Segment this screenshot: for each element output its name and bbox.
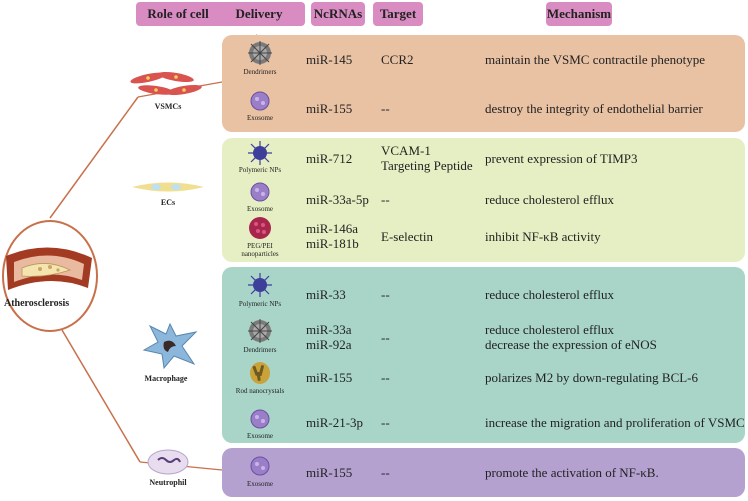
row-5-ncrna-line2: miR-181b	[306, 236, 359, 251]
polymeric-np-icon	[248, 141, 272, 165]
row-9-target: --	[381, 415, 390, 430]
macrophage-icon	[142, 322, 198, 370]
header-ncrnas: NcRNAs	[311, 2, 365, 26]
row-8-mechanism: polarizes M2 by down-regulating BCL-6	[485, 370, 699, 385]
row-1-mechanism: maintain the VSMC contractile phenotype	[485, 52, 705, 67]
atherosclerosis-vessel-icon	[2, 220, 98, 332]
row-10-mechanism: promote the activation of NF-κB.	[485, 465, 659, 480]
header-role-of-cell: Role of cell	[136, 2, 220, 26]
ec-panel	[222, 138, 745, 262]
row-7-mechanism-line2: decrease the expression of eNOS	[485, 337, 657, 352]
vsmc-panel	[222, 35, 745, 132]
row-8-target: --	[381, 370, 390, 385]
header-delivery-systems: Delivery systems	[213, 2, 305, 45]
neutrophil-label: Neutrophil	[149, 478, 187, 487]
row-6-target: --	[381, 287, 390, 302]
row-4-target: --	[381, 192, 390, 207]
row-5-target: E-selectin	[381, 229, 433, 244]
row-5-delivery-line2: nanoparticles	[241, 250, 279, 258]
row-1-delivery: Dendrimers	[243, 68, 277, 76]
row-6-ncrna: miR-33	[306, 287, 346, 302]
rod-nanocrystal-icon	[250, 362, 270, 384]
neutrophil-icon	[147, 449, 189, 475]
row-3-target-line2: Targeting Peptide	[381, 158, 473, 173]
row-1-ncrna: miR-145	[306, 52, 353, 67]
row-9-delivery: Exosome	[246, 432, 274, 440]
row-2-mechanism: destroy the integrity of endothelial bar…	[485, 101, 703, 116]
macrophage-label: Macrophage	[144, 374, 188, 383]
row-2-target: --	[381, 101, 390, 116]
row-5-mechanism: inhibit NF-κB activity	[485, 229, 601, 244]
exosome-icon	[250, 182, 270, 202]
row-5-ncrna-line1: miR-146a	[306, 221, 358, 236]
row-4-delivery: Exosome	[246, 205, 274, 213]
row-6-mechanism: reduce cholesterol efflux	[485, 287, 614, 302]
row-10-target: --	[381, 465, 390, 480]
row-4-ncrna: miR-33a-5p	[306, 192, 369, 207]
vsmc-label: VSMCs	[154, 102, 182, 111]
row-7-mechanism-line1: reduce cholesterol efflux	[485, 322, 614, 337]
row-5-delivery-line1: PEG/PEI	[247, 242, 273, 250]
row-7-ncrna-line1: miR-33a	[306, 322, 352, 337]
header-mechanism: Mechanism	[546, 2, 612, 26]
row-3-ncrna: miR-712	[306, 151, 353, 166]
row-7-ncrna-line2: miR-92a	[306, 337, 352, 352]
row-3-mechanism: prevent expression of TIMP3	[485, 151, 638, 166]
ec-label: ECs	[160, 198, 176, 207]
exosome-icon	[250, 409, 270, 429]
row-9-mechanism: increase the migration and proliferation…	[485, 415, 745, 430]
peg-pei-nanoparticle-icon	[249, 217, 271, 239]
row-7-delivery: Dendrimers	[243, 346, 277, 354]
exosome-icon	[250, 456, 270, 476]
row-3-target-line1: VCAM-1	[381, 143, 431, 158]
row-3-delivery: Polymeric NPs	[238, 166, 282, 174]
polymeric-np-icon	[248, 273, 272, 297]
row-4-mechanism: reduce cholesterol efflux	[485, 192, 614, 207]
row-8-ncrna: miR-155	[306, 370, 353, 385]
dendrimer-icon	[248, 319, 272, 343]
row-6-delivery: Polymeric NPs	[238, 300, 282, 308]
dendrimer-icon	[248, 41, 272, 65]
row-9-ncrna: miR-21-3p	[306, 415, 364, 430]
row-8-delivery: Rod nanocrystals	[235, 387, 285, 395]
exosome-icon	[250, 91, 270, 111]
row-10-ncrna: miR-155	[306, 465, 353, 480]
vsmc-cells-icon	[130, 71, 202, 96]
row-2-ncrna: miR-155	[306, 101, 353, 116]
atherosclerosis-label: Atherosclerosis	[4, 298, 70, 309]
neutrophil-panel	[222, 448, 745, 497]
row-1-target: CCR2	[381, 52, 414, 67]
row-10-delivery: Exosome	[246, 480, 274, 488]
macrophage-panel	[222, 267, 745, 443]
header-target: Target	[373, 2, 423, 26]
ec-cells-icon	[132, 182, 204, 192]
row-2-delivery: Exosome	[246, 114, 274, 122]
row-7-target: --	[381, 330, 390, 345]
